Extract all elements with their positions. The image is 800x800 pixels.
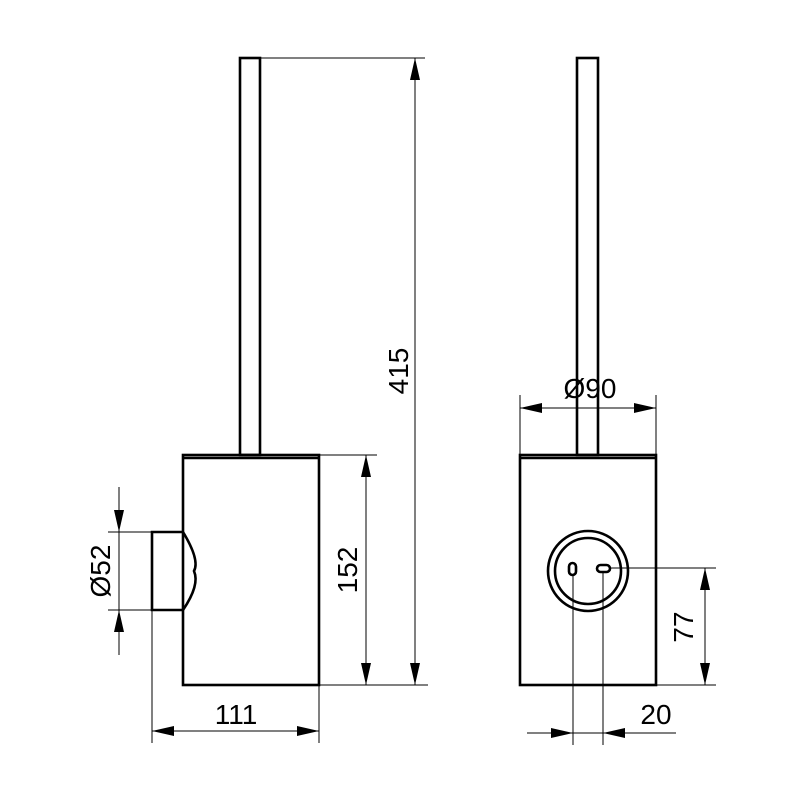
dim-label-52: Ø52 — [85, 545, 116, 598]
dim-label-111: 111 — [215, 699, 258, 730]
dimension-projection: 111 — [151, 610, 320, 743]
front-view: 415 152 Ø52 111 — [85, 56, 428, 743]
dimension-hole-spacing: 20 — [527, 572, 676, 745]
dim-label-77: 77 — [668, 611, 699, 642]
screw-slot-vertical — [567, 561, 578, 577]
dimension-body-diameter: Ø90 — [519, 373, 657, 455]
brush-handle — [238, 56, 262, 457]
holder-body-side — [518, 453, 658, 687]
dimension-body-height: 152 — [319, 454, 377, 685]
side-view: Ø90 77 20 — [518, 56, 716, 745]
dim-label-152: 152 — [332, 547, 363, 594]
dimension-total-height: 415 — [260, 57, 428, 686]
mount-plate-inner — [553, 536, 623, 606]
wall-mount — [150, 530, 197, 612]
holder-body — [181, 453, 321, 687]
dim-label-415: 415 — [383, 348, 414, 395]
dimension-mount-diameter: Ø52 — [85, 487, 152, 655]
dim-label-90: Ø90 — [564, 373, 617, 404]
dim-label-20: 20 — [640, 699, 671, 730]
screw-slot-horizontal — [595, 563, 612, 574]
dimension-mount-height: 77 — [610, 567, 716, 686]
mount-plate-outer — [546, 529, 630, 613]
